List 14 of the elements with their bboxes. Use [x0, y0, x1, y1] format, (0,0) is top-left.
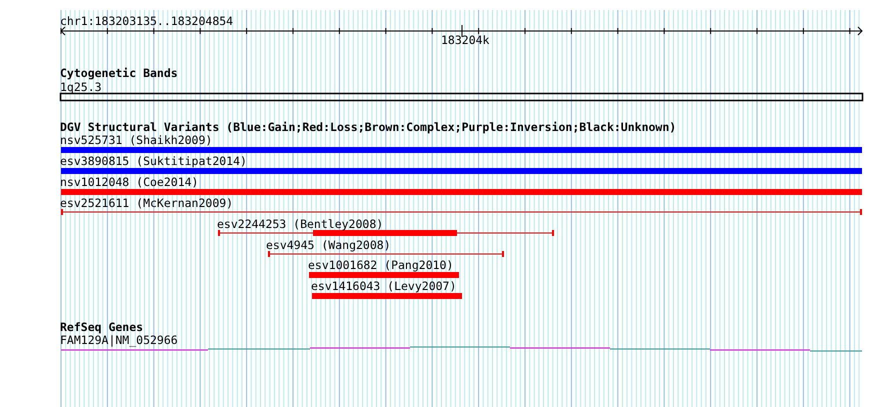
band-label: 1q25.3	[60, 81, 102, 94]
variant-label: nsv525731 (Shaikh2009)	[60, 134, 212, 147]
gene-label: FAM129A|NM_052966	[60, 334, 178, 347]
track-title: DGV Structural Variants (Blue:Gain;Red:Loss;Brown:Complex;Purple:Inversion;Black:Unknown)	[60, 121, 676, 134]
variant-label: nsv1012048 (Coe2014)	[60, 176, 198, 189]
variant-label: esv2521611 (McKernan2009)	[60, 197, 234, 210]
variant-label: esv2244253 (Bentley2008)	[217, 218, 384, 231]
coordinate-range: chr1:183203135..183204854	[60, 15, 234, 28]
variant-label: esv1001682 (Pang2010)	[308, 259, 454, 272]
variant-label: esv3890815 (Suktitipat2014)	[60, 155, 247, 168]
variant-label: esv4945 (Wang2008)	[266, 239, 391, 252]
variant-label: esv1416043 (Levy2007)	[311, 280, 456, 293]
tick-label: 183204k	[441, 34, 490, 47]
track-title: Cytogenetic Bands	[60, 67, 178, 80]
